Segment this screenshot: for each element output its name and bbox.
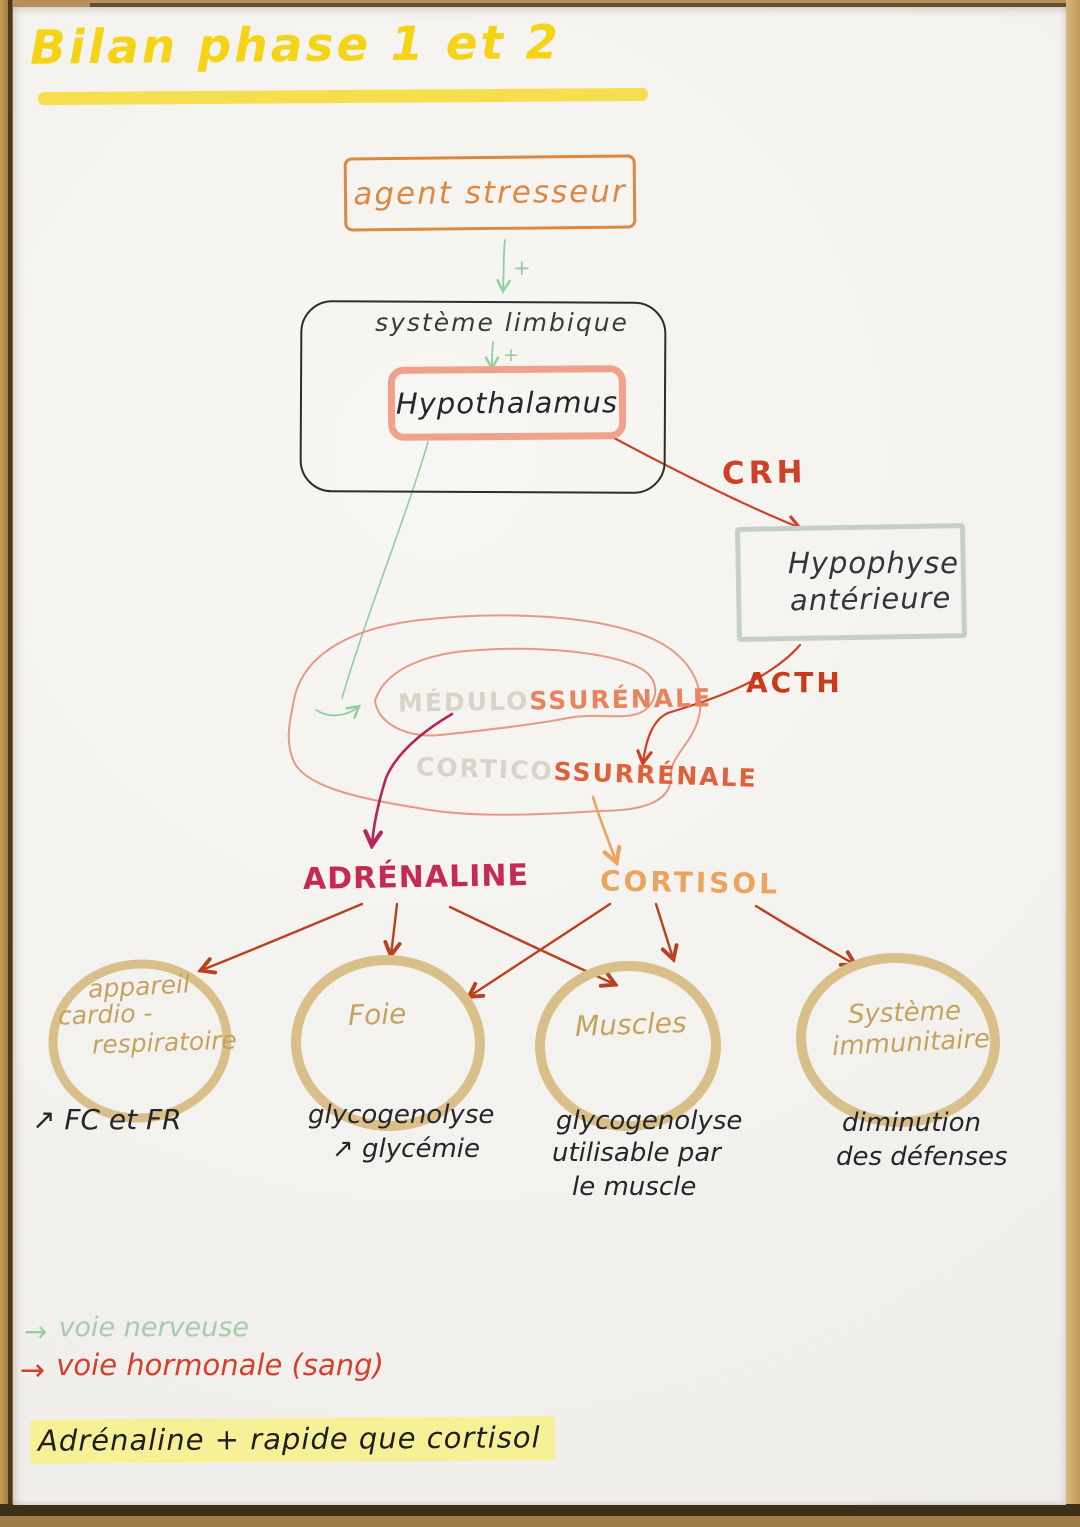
hypophyse-label-line1: Hypophyse [788, 546, 960, 580]
desk-edge-left-line [8, 0, 12, 1527]
foie-label: Foie [347, 996, 407, 1033]
foie-effect-line2: ↗ glycémie [332, 1134, 481, 1164]
cardio-label-line3: respiratoire [91, 1025, 238, 1060]
desk-edge-right [1066, 0, 1080, 1527]
cardio-effect: ↗ FC et FR [32, 1103, 182, 1136]
muscles-effect-line3: le muscle [572, 1172, 697, 1202]
cardio-label-line2: cardio - [57, 998, 153, 1031]
systeme-limbique-label: système limbique [375, 308, 629, 337]
legend-nerve-row: → voie nerveuse [24, 1312, 249, 1348]
immune-effect-line1: diminution [842, 1108, 982, 1138]
medullosurrenale-faint-part: MÉDULO [397, 686, 530, 718]
agent-stresseur-box: agent stresseur [343, 154, 637, 232]
legend-nerve-label: voie nerveuse [58, 1312, 249, 1343]
crh-label: CRH [721, 454, 807, 492]
agent-stresseur-label: agent stresseur [353, 173, 627, 213]
foie-effect-line1: glycogenolyse [308, 1100, 495, 1130]
desk-edge-bottom-light [0, 1516, 1080, 1527]
medullosurrenale-label: MÉDULOSSURÉNALE [398, 683, 713, 717]
muscles-label: Muscles [574, 1006, 688, 1043]
legend-hormone-row: → voie hormonale (sang) [20, 1348, 384, 1388]
footer-note-text: Adrénaline + rapide que cortisol [37, 1420, 541, 1458]
desk-edge-top-line [90, 3, 1066, 7]
plus-sign-2: + [503, 344, 519, 366]
plus-sign-1: + [513, 256, 531, 280]
medullosurrenale-bright-part: SSURÉNALE [529, 683, 713, 716]
footer-note-highlight: Adrénaline + rapide que cortisol [29, 1416, 555, 1464]
desk-edge-bottom-dark [0, 1504, 1080, 1516]
muscles-effect-line1: glycogenolyse [556, 1106, 743, 1136]
acth-label: ACTH [746, 666, 843, 699]
legend-nerve-arrow-icon: → [24, 1315, 48, 1348]
hypothalamus-label: Hypothalamus [395, 385, 619, 421]
adrenaline-label: ADRÉNALINE [302, 858, 530, 897]
page-title: Bilan phase 1 et 2 [29, 15, 562, 76]
legend-hormone-label: voie hormonale (sang) [56, 1348, 384, 1382]
corticosurrenale-faint-part: CORTICO [415, 752, 555, 786]
immune-effect-line2: des défenses [836, 1142, 1008, 1172]
immune-label-line1: Système [847, 996, 962, 1030]
hypothalamus-box: Hypothalamus [387, 365, 627, 441]
cortisol-label: CORTISOL [599, 864, 781, 901]
hypophyse-label-line2: antérieure [789, 580, 952, 618]
muscles-effect-line2: utilisable par [552, 1138, 721, 1168]
legend-hormone-arrow-icon: → [20, 1353, 46, 1388]
